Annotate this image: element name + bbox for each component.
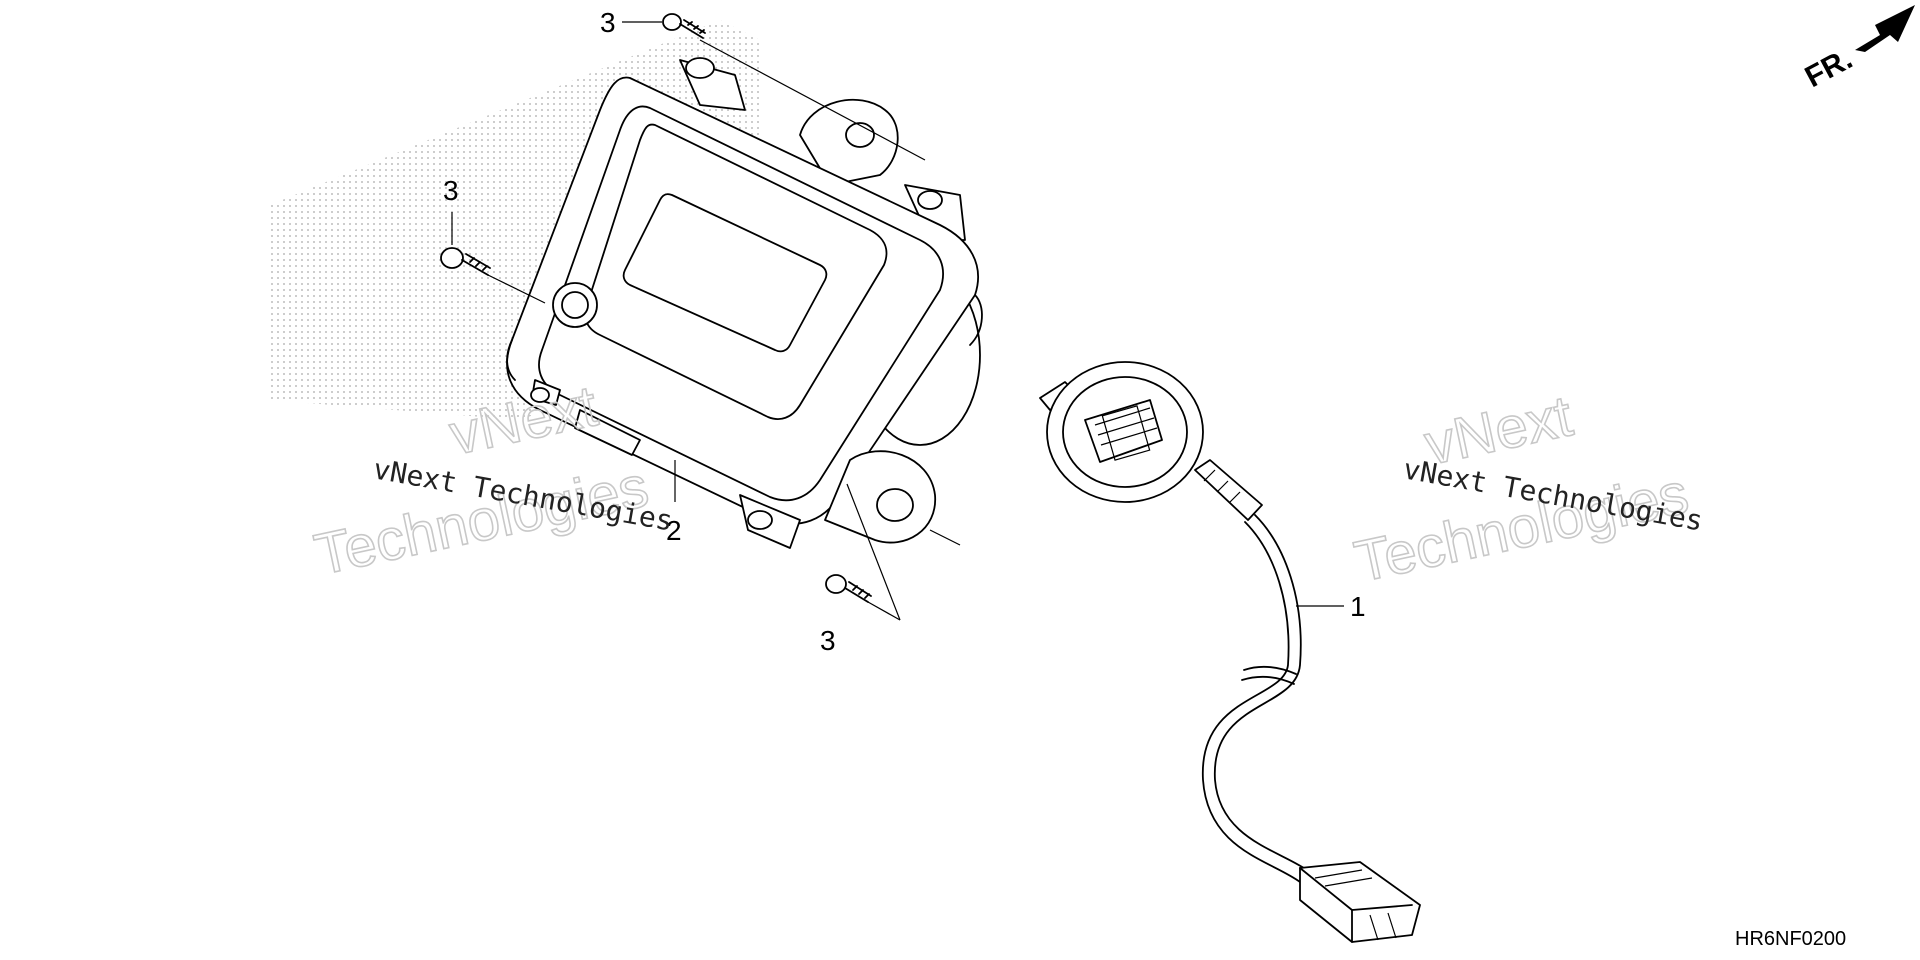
watermark-right: vNext Technologies vNext Technologies [1348,383,1705,596]
meter-knob [552,282,598,328]
leader-lines [451,21,1344,621]
screw-left [440,247,491,276]
callout-screw-top: 3 [600,7,616,38]
harness-connector [1299,861,1421,943]
meter-assembly [506,57,983,549]
callout-screw-left: 3 [443,175,459,206]
front-arrow-icon [1855,5,1915,52]
wire-harness [1039,361,1421,943]
screw-top [662,13,706,39]
lcd-window [622,193,828,353]
callout-part-1: 1 [1350,591,1366,622]
diagram-code: HR6NF0200 [1735,928,1846,950]
callout-screw-bottom: 3 [820,625,836,656]
harness-cable [1214,514,1311,873]
callout-part-2: 2 [666,515,682,546]
svg-text:FR.: FR. [1800,42,1858,94]
front-direction-indicator: FR. [1800,5,1915,94]
screw-bottom [825,574,872,603]
display-frame [584,123,888,420]
